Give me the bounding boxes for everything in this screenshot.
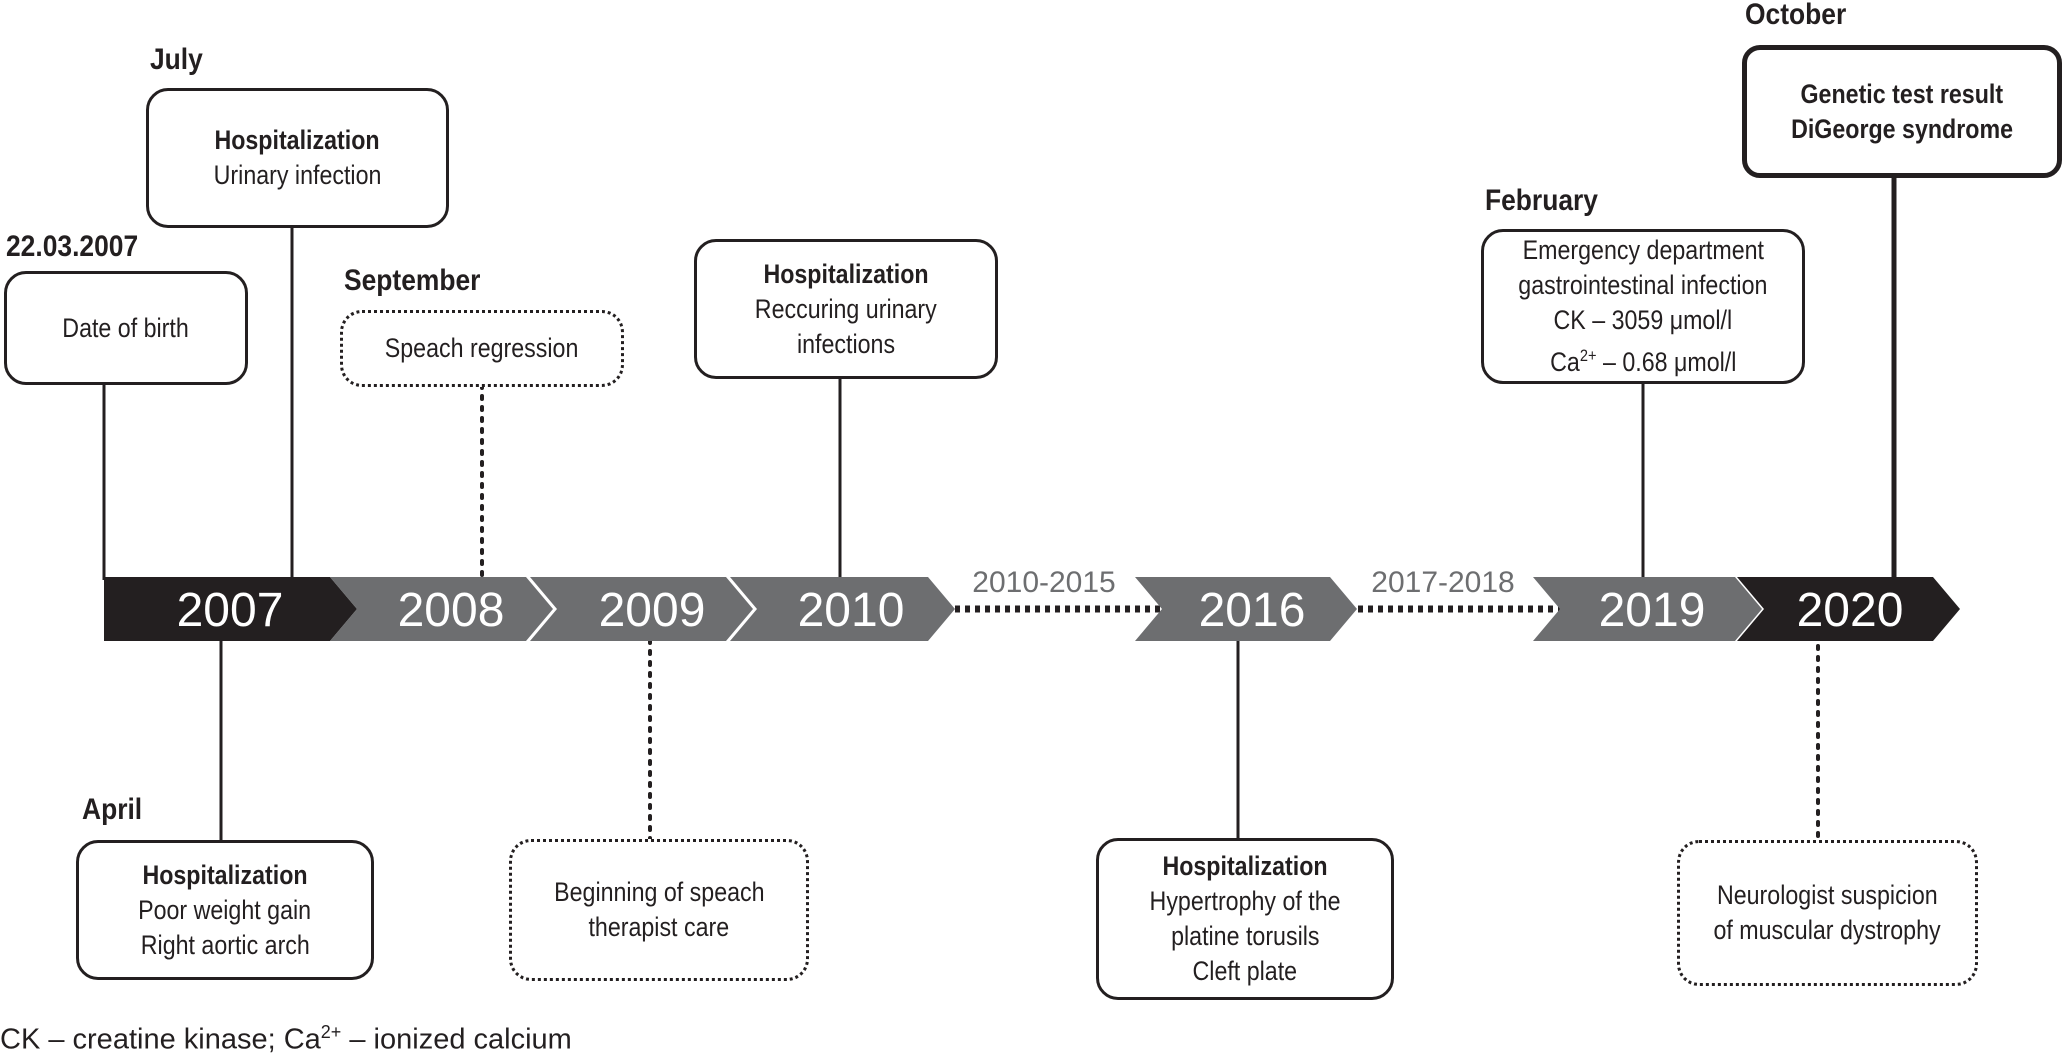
event-text: Cleft plate: [1192, 956, 1298, 986]
event-text: therapist care: [588, 912, 730, 942]
year-label-2009: 2009: [599, 584, 706, 637]
event-text: infections: [796, 328, 896, 359]
event-text: Date of birth: [62, 312, 190, 343]
chevron-2019: [1533, 577, 1762, 641]
event-text: of muscular dystrophy: [1713, 915, 1942, 945]
event-text: Hypertrophy of the: [1149, 886, 1341, 916]
event-text: CK – 3059 μmol/l: [1553, 305, 1733, 335]
chevron-2008: [330, 577, 553, 641]
date-label-february: February: [1485, 184, 1598, 217]
event-box-hosp-2016: Hospitalization Hypertrophy of the plati…: [1096, 838, 1394, 1000]
event-text-ca-value: – 0.68 μmol/l: [1596, 347, 1737, 377]
event-text: gastrointestinal infection: [1518, 270, 1768, 300]
year-chevrons: [104, 577, 1960, 641]
event-box-hosp-2010: Hospitalization Reccuring urinary infect…: [694, 239, 998, 379]
footnote-sup: 2+: [320, 1022, 342, 1042]
event-text: platine torusils: [1170, 921, 1320, 951]
event-text: Speach regression: [385, 333, 579, 363]
event-box-birth: Date of birth: [4, 271, 248, 385]
year-label-2020: 2020: [1797, 584, 1904, 637]
footnote-text: CK – creatine kinase; Ca: [0, 1023, 321, 1056]
event-text-ca-sup: 2+: [1579, 346, 1597, 365]
event-box-october: Genetic test result DiGeorge syndrome: [1742, 45, 2062, 178]
event-text: Beginning of speach: [553, 877, 765, 907]
event-text: Emergency department: [1522, 235, 1764, 265]
event-title: Hospitalization: [763, 258, 929, 289]
event-title: Hospitalization: [142, 859, 308, 890]
event-title: Hospitalization: [214, 125, 381, 155]
event-box-february: Emergency department gastrointestinal in…: [1481, 229, 1805, 384]
event-subtitle: DiGeorge syndrome: [1791, 113, 2013, 144]
gap-label-2010-2015: 2010-2015: [972, 566, 1115, 599]
event-box-april: Hospitalization Poor weight gain Right a…: [76, 840, 374, 980]
event-box-september: Speach regression: [340, 310, 624, 387]
gap-label-2017-2018: 2017-2018: [1371, 566, 1514, 599]
event-box-speech-care: Beginning of speach therapist care: [509, 839, 809, 981]
event-title: Genetic test result: [1800, 78, 2004, 109]
year-label-2008: 2008: [398, 584, 505, 637]
date-label-birth: 22.03.2007: [6, 230, 139, 263]
chevron-2020: [1737, 577, 1960, 641]
event-text: Right aortic arch: [140, 929, 310, 960]
event-text: Reccuring urinary: [755, 293, 937, 324]
event-text: Ca2+ – 0.68 μmol/l: [1550, 338, 1736, 380]
event-text: Poor weight gain: [138, 894, 312, 925]
event-text-ca: Ca: [1549, 347, 1580, 377]
date-label-october: October: [1745, 0, 1847, 31]
chevron-2009: [530, 577, 753, 641]
event-box-neurologist: Neurologist suspicion of muscular dystro…: [1677, 840, 1978, 986]
date-label-april: April: [82, 793, 143, 826]
year-label-2007: 2007: [177, 584, 284, 637]
year-label-2010: 2010: [798, 584, 905, 637]
chevron-2016: [1135, 577, 1357, 641]
date-label-september: September: [344, 264, 481, 297]
event-box-july: Hospitalization Urinary infection: [146, 88, 449, 228]
connector-lines: [102, 175, 1897, 844]
chevron-2010: [730, 577, 955, 641]
footnote-text-end: – ionized calcium: [341, 1023, 572, 1056]
year-label-2019: 2019: [1599, 584, 1706, 637]
event-text: Neurologist suspicion: [1717, 880, 1938, 910]
year-label-2016: 2016: [1199, 584, 1306, 637]
footnote: CK – creatine kinase; Ca2+ – ionized cal…: [0, 1022, 572, 1057]
event-text: Urinary infection: [213, 160, 382, 190]
event-title: Hospitalization: [1162, 851, 1328, 881]
date-label-july: July: [150, 43, 203, 76]
chevron-2007: [104, 577, 357, 641]
